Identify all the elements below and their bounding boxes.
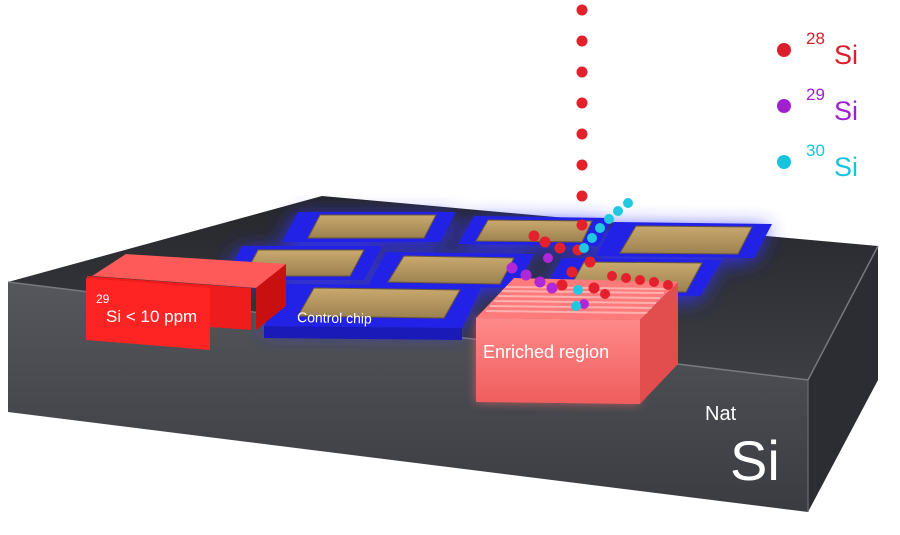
si28-symbol: Si <box>834 40 858 70</box>
si28-marker-icon <box>777 43 791 57</box>
legend-item-si28: 28 Si <box>777 29 858 70</box>
label-depleted: 29 Si < 10 ppm <box>96 292 197 326</box>
si28-mass: 28 <box>806 29 825 48</box>
chip-back-right <box>596 222 772 258</box>
depleted-region-block <box>86 254 286 350</box>
label-substrate-symbol: Si <box>730 429 780 492</box>
si29-mass: 29 <box>806 85 825 104</box>
enriched-region-block <box>476 278 678 404</box>
si29-symbol: Si <box>834 96 858 126</box>
ion-beam-si28 <box>528 4 673 299</box>
label-depleted-mass: 29 <box>96 292 110 306</box>
legend-item-si29: 29 Si <box>777 85 858 126</box>
si30-mass: 30 <box>806 141 825 160</box>
chip-control-labeled <box>264 284 482 340</box>
chip-mid-center <box>368 252 534 288</box>
label-substrate-sup: Nat <box>705 403 737 425</box>
label-control-chip: Control chip <box>297 309 372 327</box>
si29-marker-icon <box>777 99 791 113</box>
chip-back-left <box>282 212 456 242</box>
ion-beam-si30 <box>571 198 633 311</box>
label-depleted-text: Si < 10 ppm <box>106 307 197 326</box>
label-substrate: Nat Si <box>705 403 780 492</box>
si30-symbol: Si <box>834 152 858 182</box>
label-enriched-region: Enriched region <box>483 342 609 362</box>
ion-beam-si29 <box>506 253 589 309</box>
legend-item-si30: 30 Si <box>777 141 858 182</box>
substrate-right <box>808 246 878 512</box>
control-chip-array <box>222 212 772 340</box>
si30-marker-icon <box>777 155 791 169</box>
isotope-legend: 28 Si 29 Si 30 Si <box>777 29 858 182</box>
